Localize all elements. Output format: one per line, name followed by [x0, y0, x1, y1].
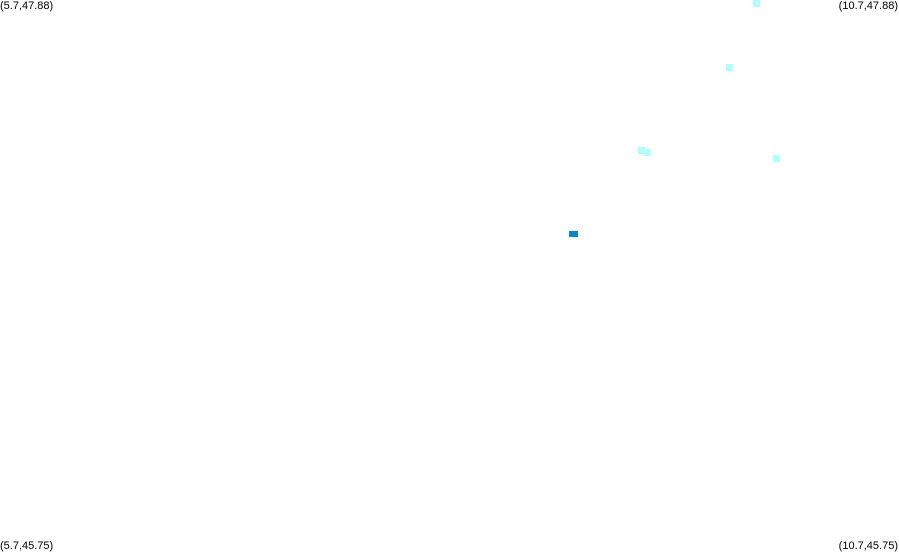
corner-label-bottom-right: (10.7,45.75) [838, 540, 898, 552]
corner-label-bottom-left: (5.7,45.75) [0, 540, 54, 552]
heatmap-cell-2 [638, 146, 646, 154]
corner-label-top-left: (5.7,47.88) [0, 0, 54, 12]
heatmap-cell-1 [726, 63, 734, 71]
heatmap-cell-0 [753, 0, 761, 7]
heatmap-cell-3 [643, 149, 651, 157]
heatmap-cell-4 [773, 154, 781, 162]
heatmap-cell-5 [569, 231, 579, 238]
corner-label-top-right: (10.7,47.88) [838, 0, 898, 12]
